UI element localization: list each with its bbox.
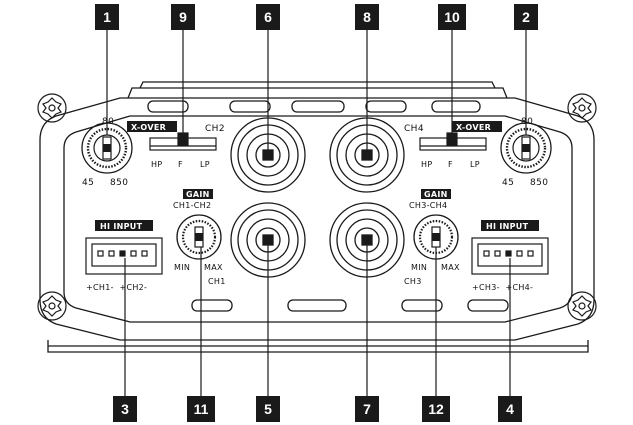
- svg-text:3: 3: [121, 401, 129, 417]
- corner-screw-top-right: [567, 93, 597, 123]
- svg-text:7: 7: [363, 401, 371, 417]
- xover-mode-f-right: F: [448, 160, 453, 169]
- gain-channels-left: CH1-CH2: [173, 201, 211, 210]
- rca-input-7: [329, 202, 405, 278]
- callout-6: 6: [256, 4, 280, 30]
- svg-text:5: 5: [264, 401, 272, 417]
- freq-label-top-right: 80: [521, 117, 533, 127]
- amplifier-enclosure: [39, 81, 595, 353]
- rca-input-5: [230, 202, 306, 278]
- xover-switch-left: [149, 132, 217, 151]
- freq-knob-right: [500, 122, 552, 174]
- svg-text:4: 4: [506, 401, 514, 417]
- xover-tag-bg-right: [452, 121, 502, 132]
- corner-screw-bottom-left: [37, 291, 67, 321]
- gain-tag-bg-right: [421, 189, 451, 199]
- svg-text:9: 9: [179, 9, 187, 25]
- freq-label-high-left: 850: [110, 178, 128, 188]
- rca-input-6: [230, 117, 306, 193]
- callout-1: 1: [95, 4, 119, 30]
- gain-tag-right: GAIN: [424, 190, 448, 199]
- callouts-top: 1 9 6 8 10 2: [95, 4, 538, 30]
- callout-10: 10: [438, 4, 466, 30]
- hi-input-tag-left: HI INPUT: [100, 222, 143, 231]
- hi-input-tag-bg-right: [481, 220, 539, 231]
- xover-mode-f-left: F: [178, 160, 183, 169]
- right-controls: 80 45 850 CH4 X-OVER HP F LP GAIN CH3-CH…: [404, 117, 552, 292]
- gain-max-left: MAX: [204, 263, 223, 272]
- gain-min-right: MIN: [411, 263, 427, 272]
- gain-knob-right: [413, 214, 459, 260]
- hi-input-connector-right: [471, 237, 549, 275]
- left-controls: 80 45 850 X-OVER CH2 HP F LP GAIN CH1-CH…: [81, 117, 226, 292]
- hi-input-tag-bg-left: [95, 220, 153, 231]
- gain-knob-left: [176, 214, 222, 260]
- xover-tag-right: X-OVER: [456, 123, 491, 132]
- gain-tag-left: GAIN: [186, 190, 210, 199]
- hi-input-connector-left: [85, 237, 163, 275]
- gain-channels-right: CH3-CH4: [409, 201, 447, 210]
- gain-max-right: MAX: [441, 263, 460, 272]
- corner-screw-top-left: [37, 93, 67, 123]
- callout-2: 2: [514, 4, 538, 30]
- callout-5: 5: [256, 396, 280, 422]
- callout-3: 3: [113, 396, 137, 422]
- callout-11: 11: [187, 396, 215, 422]
- callout-9: 9: [171, 4, 195, 30]
- gain-ch-right: CH3: [404, 277, 422, 286]
- callout-leader-lines: [106, 28, 527, 398]
- svg-text:6: 6: [264, 9, 272, 25]
- xover-mode-hp-right: HP: [421, 160, 432, 169]
- xover-mode-lp-left: LP: [200, 160, 210, 169]
- callout-8: 8: [355, 4, 379, 30]
- hi-input-pins-left: +CH1- +CH2-: [86, 283, 147, 292]
- callouts-bottom: 3 11 5 7 12 4: [113, 396, 522, 422]
- rca-input-8: [329, 117, 405, 193]
- svg-text:1: 1: [103, 9, 111, 25]
- xover-mode-hp-left: HP: [151, 160, 162, 169]
- callout-12: 12: [422, 396, 450, 422]
- freq-label-top-left: 80: [102, 117, 114, 127]
- freq-label-low-right: 45: [502, 178, 514, 188]
- corner-screw-bottom-right: [567, 291, 597, 321]
- xover-tag-left: X-OVER: [131, 123, 166, 132]
- svg-text:10: 10: [444, 9, 460, 25]
- hi-input-pins-right: +CH3- +CH4-: [472, 283, 533, 292]
- xover-channel-left: CH2: [205, 124, 225, 134]
- xover-channel-right: CH4: [404, 124, 424, 134]
- gain-tag-bg-left: [183, 189, 213, 199]
- svg-text:11: 11: [194, 401, 209, 417]
- xover-tag-bg-left: [127, 121, 177, 132]
- freq-label-low-left: 45: [82, 178, 94, 188]
- freq-label-high-right: 850: [530, 178, 548, 188]
- svg-text:12: 12: [428, 401, 444, 417]
- callout-7: 7: [355, 396, 379, 422]
- svg-text:8: 8: [363, 9, 371, 25]
- svg-text:2: 2: [522, 9, 530, 25]
- xover-switch-right: [419, 132, 487, 151]
- xover-mode-lp-right: LP: [470, 160, 480, 169]
- gain-ch-left: CH1: [208, 277, 226, 286]
- gain-min-left: MIN: [174, 263, 190, 272]
- freq-knob-left: [81, 122, 133, 174]
- hi-input-tag-right: HI INPUT: [486, 222, 529, 231]
- callout-4: 4: [498, 396, 522, 422]
